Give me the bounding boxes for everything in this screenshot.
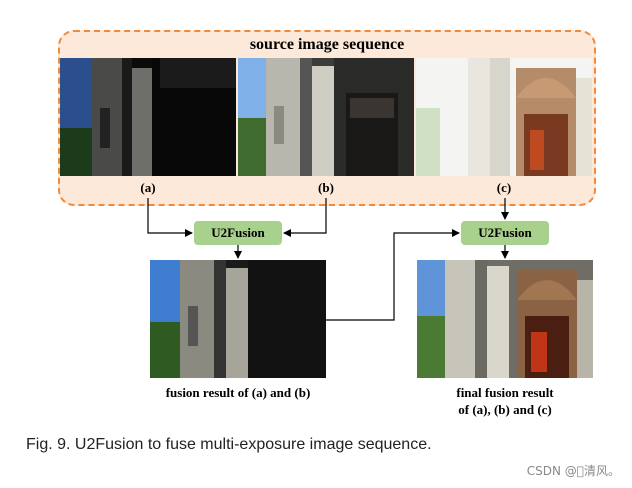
- label-a: (a): [140, 180, 156, 195]
- fusion-result-1-image: [150, 260, 326, 378]
- final-fusion-result-caption: final fusion result of (a), (b) and (c): [400, 384, 610, 418]
- label-c: (c): [496, 180, 512, 195]
- final-caption-line-2: of (a), (b) and (c): [458, 402, 552, 417]
- source-image-c: [416, 58, 592, 176]
- source-image-a: [60, 58, 236, 176]
- fusion-node-1: U2Fusion: [194, 221, 282, 245]
- arrow-a-to-fusion-1: [147, 198, 193, 237]
- arrow-b-to-fusion-1: [283, 198, 327, 237]
- watermark: CSDN @ 清风。: [526, 464, 620, 478]
- label-b: (b): [318, 180, 334, 195]
- final-fusion-result-image: [417, 260, 593, 378]
- source-title: source image sequence: [249, 36, 405, 53]
- fusion-node-2: U2Fusion: [461, 221, 549, 245]
- source-image-b: [238, 58, 414, 176]
- fusion-result-1-caption: fusion result of (a) and (b): [165, 385, 311, 400]
- final-caption-line-1: final fusion result: [456, 385, 554, 400]
- arrow-result-1-to-fusion-2: [326, 229, 460, 321]
- figure-caption: Fig. 9. U2Fusion to fuse multi-exposure …: [26, 436, 432, 453]
